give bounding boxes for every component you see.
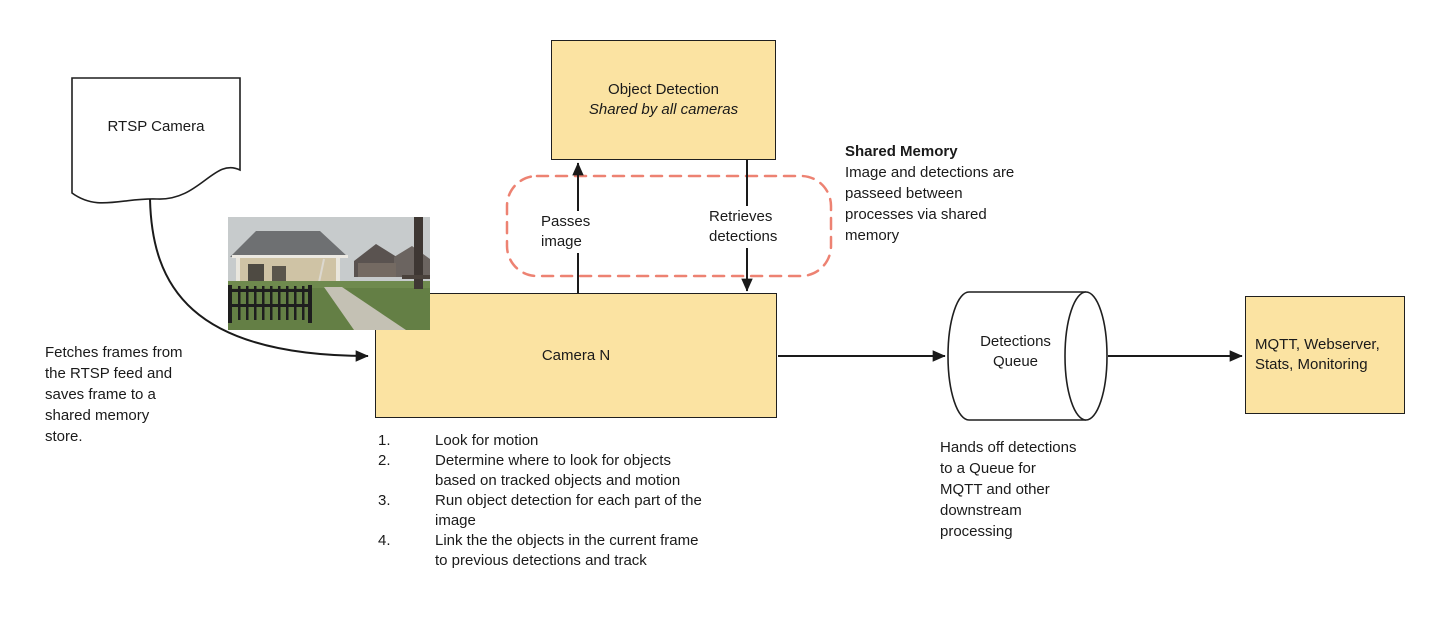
camera-step-text: Run object detection for each part of th… (435, 492, 702, 529)
passes-image-label: Passes image (538, 211, 594, 253)
camera-step-number: 4. (378, 532, 391, 549)
camera-step: 2. Determine where to look for objects b… (378, 451, 748, 491)
rtsp-camera-label: RTSP Camera (107, 118, 205, 135)
camera-step: 1. Look for motion (378, 431, 748, 451)
camera-step-text: Link the the objects in the current fram… (435, 532, 699, 569)
object-detection-title: Object Detection (608, 81, 719, 98)
shared-memory-title: Shared Memory (845, 143, 958, 160)
object-detection-subtitle: Shared by all cameras (588, 101, 739, 118)
camera-step-number: 1. (378, 432, 391, 449)
queue-handoff-note: Hands off detections to a Queue for MQTT… (940, 439, 1077, 540)
camera-step-text: Look for motion (435, 432, 539, 449)
camera-snapshot-image (228, 217, 430, 330)
retrieves-detections-label: Retrieves detections (706, 206, 781, 248)
fetches-frames-note: Fetches frames from the RTSP feed and sa… (45, 344, 183, 445)
camera-step-number: 2. (378, 452, 391, 469)
mqtt-webserver-node: MQTT, Webserver, Stats, Monitoring (1245, 296, 1405, 414)
camera-steps-list: 1. Look for motion 2. Determine where to… (378, 431, 748, 571)
camera-step: 4. Link the the objects in the current f… (378, 531, 748, 571)
photo-porch-post (402, 217, 430, 289)
detections-queue-label: Detections Queue (980, 333, 1051, 370)
object-detection-node: Object Detection Shared by all cameras (551, 40, 776, 160)
camera-n-label: Camera N (541, 346, 611, 364)
shared-memory-body: Image and detections are passeed between… (845, 164, 1015, 244)
camera-n-node: Camera N (375, 293, 777, 418)
camera-step: 3. Run object detection for each part of… (378, 491, 748, 531)
camera-step-text: Determine where to look for objects base… (435, 452, 681, 489)
rtsp-document-shape (71, 77, 241, 204)
shared-memory-note: Shared Memory Image and detections are p… (845, 141, 1065, 246)
mqtt-webserver-label: MQTT, Webserver, Stats, Monitoring (1255, 336, 1380, 373)
camera-step-number: 3. (378, 492, 391, 509)
